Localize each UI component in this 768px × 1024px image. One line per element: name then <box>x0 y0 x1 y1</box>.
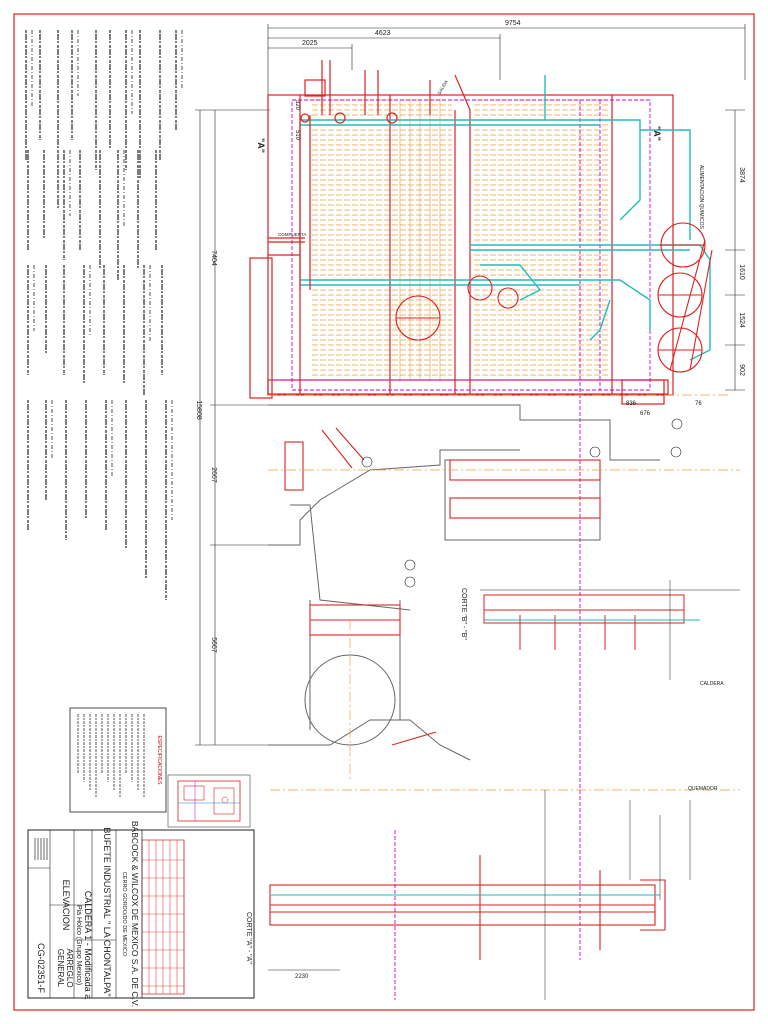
drum-small <box>467 275 493 301</box>
label-quemador: QUEMADOR <box>688 786 718 792</box>
label-caldera: CALDERA <box>700 681 724 687</box>
dim-right-1524: 1524 <box>738 312 745 328</box>
ref-bubble-3 <box>671 418 683 430</box>
dim-right-top: 3874 <box>738 167 745 183</box>
dim-right-1610: 1610 <box>738 264 745 280</box>
riser-pipes <box>268 60 471 290</box>
dim-510: 510 <box>294 130 300 141</box>
sheet-border <box>13 13 755 1011</box>
project-name: BUFETE INDUSTRIAL " LA CHONTALPA" <box>102 827 112 996</box>
duct-red <box>284 427 601 746</box>
dim-320: 320 <box>294 100 300 111</box>
dim-676: 676 <box>640 411 651 417</box>
dim-left-width: 2025 <box>302 40 318 47</box>
ref-bubble-5 <box>404 559 416 571</box>
title-block: BABCOCK & WILCOX DE MEXICO S.A. DE C.V. … <box>27 821 255 1007</box>
equipment-name: CALDERA 1 - Modificada a <box>83 891 93 1000</box>
dashed-outlines <box>270 99 651 1000</box>
dim-76: 76 <box>695 401 702 407</box>
label-compuerta: COMPUERTA <box>278 232 306 237</box>
dim-total-height: 15808 <box>195 400 202 420</box>
drum-small-2 <box>497 287 519 309</box>
drawing-number: CG-02351-F <box>36 943 46 994</box>
section-marker-right: "A" <box>652 126 662 141</box>
dim-upper-width: 4623 <box>375 30 391 37</box>
section-bb: CORTE "B" - "B" CALDERA <box>460 580 740 687</box>
ref-bubble-2 <box>589 446 601 458</box>
section-aa: CORTE "A" - "A" 2230 QUEMADOR <box>245 786 718 1000</box>
specifications-box: ESPECIFICACIONES <box>69 707 167 813</box>
company-subtitle: CERRO GORDO/DO DE MEXICO <box>121 872 127 957</box>
section-bb-label: CORTE "B" - "B" <box>460 588 467 640</box>
section-aa-label: CORTE "A" - "A" <box>245 912 252 964</box>
ref-bubble-6 <box>404 576 416 588</box>
ref-bubble-1 <box>361 456 373 468</box>
dim-overall-width: 9754 <box>505 20 521 27</box>
company-name: BABCOCK & WILCOX DE MEXICO S.A. DE C.V. <box>130 821 140 1007</box>
equipment-subtitle: Pia Holco (Grupo Mexico) <box>75 905 82 985</box>
dim-right-902: 902 <box>738 364 745 376</box>
piping-cyan <box>300 75 711 361</box>
label-salida: SALIDA <box>437 79 449 95</box>
center-lines <box>268 394 740 791</box>
ref-bubble-4 <box>670 446 682 458</box>
notes-column <box>25 30 183 600</box>
top-dimensions <box>267 24 746 100</box>
dim-2230: 2230 <box>295 974 309 980</box>
dim-upper-height: 7404 <box>210 250 217 266</box>
left-dimensions <box>195 109 270 746</box>
dim-lower-height: 5667 <box>210 637 217 653</box>
view-name: ELEVACION <box>61 880 71 931</box>
label-alimentacion: ALIMENTACION QUIMICOS <box>698 165 704 229</box>
dim-mid-height: 2667 <box>210 467 217 483</box>
location-thumbnail <box>167 774 251 828</box>
section-marker-left: "A" <box>256 138 266 153</box>
specifications-title: ESPECIFICACIONES <box>156 736 162 786</box>
boiler-elevation-drawing: 9754 4623 2025 7404 15808 2667 5667 3874 <box>195 20 746 1000</box>
duct-outline <box>268 404 660 761</box>
right-dimensions <box>725 109 745 391</box>
general-label: GENERAL <box>56 949 65 988</box>
tube-bank <box>312 99 608 380</box>
drums <box>395 222 713 373</box>
dim-836: 836 <box>626 401 637 407</box>
arrangement-label: ARREGLO <box>65 948 74 987</box>
